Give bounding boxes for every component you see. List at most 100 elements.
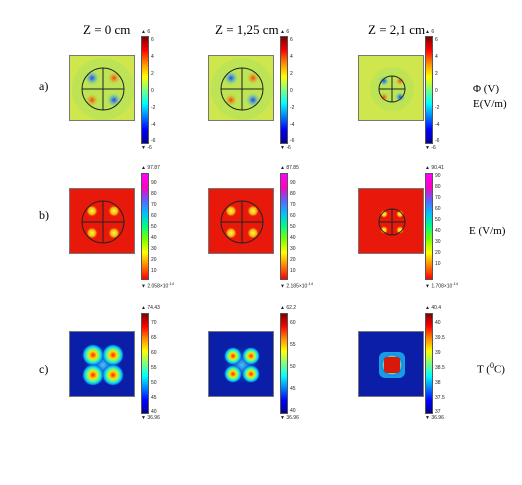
min-value-exp: -14	[168, 281, 175, 286]
min-label-a3: ▼ -6	[425, 145, 436, 151]
max-triangle-icon: ▲	[141, 305, 146, 311]
min-triangle-icon: ▼	[141, 283, 146, 290]
min-label-b1: ▼ 2.058×10-14	[141, 281, 174, 290]
min-value: 36.96	[147, 415, 160, 421]
tick-label: 20	[435, 250, 441, 256]
plot-a3	[358, 55, 424, 121]
tick-label: 50	[151, 224, 157, 230]
plot-c2	[208, 331, 274, 397]
tick-label: 0	[435, 88, 438, 94]
tick-label: 0	[290, 88, 293, 94]
plot-b1-spot	[86, 205, 98, 217]
colorbar-b2	[280, 173, 288, 280]
tick-label: -6	[290, 138, 295, 144]
row-label-c: c)	[39, 362, 49, 376]
max-value: 6	[286, 29, 290, 35]
plot-b2	[208, 188, 274, 254]
max-triangle-icon: ▲	[280, 165, 285, 171]
min-label-b2: ▼ 2.185×10-14	[280, 281, 313, 290]
plot-c1	[69, 331, 135, 397]
max-label-b3: ▲ 90.41	[425, 165, 444, 171]
tick-label: -6	[151, 138, 156, 144]
plot-a1-svg	[72, 58, 134, 120]
tick-label: 70	[151, 320, 157, 326]
max-value: 40.4	[431, 305, 442, 311]
min-label-a1: ▼ -6	[141, 145, 152, 151]
max-value: 90.41	[431, 165, 444, 171]
plot-c3-core	[384, 357, 400, 373]
min-value-exp: -14	[307, 281, 314, 286]
max-value: 97.87	[147, 165, 160, 171]
plot-c3-svg	[379, 352, 405, 378]
colorbar-c3	[425, 313, 433, 414]
tick-label: -2	[290, 105, 295, 111]
min-value-base: 1.708×10	[431, 283, 453, 290]
plot-c2-hotspot	[242, 365, 260, 383]
tick-label: 20	[290, 257, 296, 263]
min-triangle-icon: ▼	[425, 283, 430, 290]
min-triangle-icon: ▼	[425, 145, 430, 151]
plot-a2-spot	[224, 93, 238, 107]
tick-label: 45	[151, 395, 157, 401]
tick-label: 10	[151, 268, 157, 274]
tick-label: 40	[151, 235, 157, 241]
plot-b3-spot	[396, 210, 404, 218]
plot-b2-svg	[220, 200, 264, 244]
tick-label: 70	[435, 195, 441, 201]
tick-label: 37.5	[435, 395, 445, 401]
plot-a3-spot	[395, 76, 405, 86]
plot-a1-spot	[107, 71, 121, 85]
tick-label: 6	[290, 37, 293, 43]
tick-label: 60	[290, 320, 296, 326]
max-triangle-icon: ▲	[425, 165, 430, 171]
plot-c2-svg	[222, 345, 262, 385]
max-label-b2: ▲ 87.85	[280, 165, 299, 171]
colorbar-c1	[141, 313, 149, 414]
tick-label: 40	[290, 235, 296, 241]
tick-label: 39	[435, 350, 441, 356]
tick-label: 10	[290, 268, 296, 274]
tick-label: 90	[290, 180, 296, 186]
max-label-c3: ▲ 40.4	[425, 305, 441, 311]
plot-c1-svg	[82, 344, 124, 386]
tick-label: 60	[151, 213, 157, 219]
plot-a1-spot	[85, 71, 99, 85]
min-triangle-icon: ▼	[280, 415, 285, 421]
plot-c2-hotspot	[242, 347, 260, 365]
plot-c2-hotspot	[224, 365, 242, 383]
min-label-c2: ▼ 36.96	[280, 415, 299, 421]
column-title-z0: Z = 0 cm	[83, 22, 131, 37]
tick-label: 6	[435, 37, 438, 43]
plot-a2-spot	[246, 71, 260, 85]
tick-label: -2	[151, 105, 156, 111]
column-title-z125: Z = 1,25 cm	[215, 22, 279, 37]
plot-b2-spot	[247, 205, 259, 217]
min-value-exp: -14	[452, 281, 459, 286]
plot-a1	[69, 55, 135, 121]
colorbar-b1	[141, 173, 149, 280]
min-value: -6	[286, 145, 291, 151]
plot-a3-svg	[370, 67, 414, 111]
plot-a2	[208, 55, 274, 121]
tick-label: 30	[151, 246, 157, 252]
tick-label: -4	[435, 122, 440, 128]
min-value-base: 2.185×10	[286, 283, 308, 290]
column-title-z21: Z = 2,1 cm	[368, 22, 426, 37]
plot-b1-svg	[81, 200, 125, 244]
plot-b1	[69, 188, 135, 254]
colorbar-a2	[280, 36, 288, 144]
plot-c1-hotspot	[102, 344, 124, 366]
plot-a1-spot	[85, 93, 99, 107]
colorbar-a3	[425, 36, 433, 144]
tick-label: 50	[290, 364, 296, 370]
tick-label: -4	[151, 122, 156, 128]
min-value: -6	[147, 145, 152, 151]
plot-b2-spot	[247, 227, 259, 239]
tick-label: 0	[151, 88, 154, 94]
tick-label: 40	[435, 320, 441, 326]
tick-label: 80	[290, 191, 296, 197]
min-triangle-icon: ▼	[425, 415, 430, 421]
tick-label: 37	[435, 409, 441, 415]
right-label-potential-line1: Φ (V)	[473, 83, 500, 95]
max-triangle-icon: ▲	[280, 305, 285, 311]
